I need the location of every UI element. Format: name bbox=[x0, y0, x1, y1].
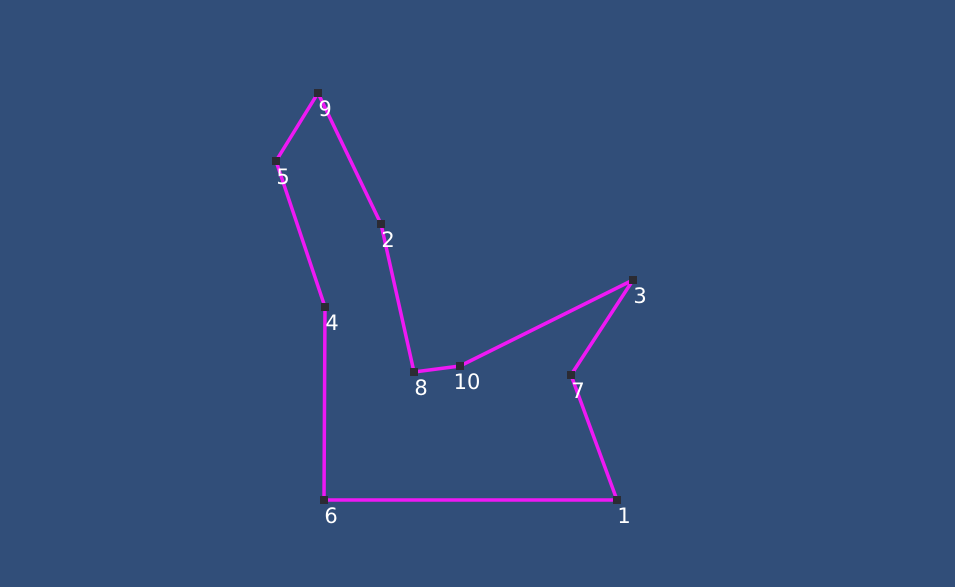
edge-1-7 bbox=[569, 373, 619, 502]
vertex-handle-2[interactable] bbox=[377, 220, 385, 228]
vertex-handle-5[interactable] bbox=[272, 157, 280, 165]
vertex-label-10: 10 bbox=[454, 370, 481, 394]
vertex-label-9: 9 bbox=[318, 97, 331, 121]
vertex-handle-3[interactable] bbox=[629, 276, 637, 284]
vertex-label-6: 6 bbox=[324, 504, 337, 528]
edge-8-2 bbox=[379, 222, 416, 374]
vertex-label-7: 7 bbox=[571, 379, 584, 403]
vertex-handle-8[interactable] bbox=[410, 368, 418, 376]
vertex-handle-10[interactable] bbox=[456, 362, 464, 370]
vertex-label-5: 5 bbox=[276, 165, 289, 189]
edge-4-6 bbox=[322, 305, 327, 502]
vertex-labels: 1 2 3 4 5 6 7 8 9 10 bbox=[276, 97, 646, 528]
vertex-label-1: 1 bbox=[617, 504, 630, 528]
edge-7-3 bbox=[569, 278, 635, 377]
edge-5-4 bbox=[274, 159, 327, 309]
edge-9-5 bbox=[274, 91, 320, 163]
vertex-label-4: 4 bbox=[325, 311, 338, 335]
edge-3-10 bbox=[458, 278, 635, 368]
vertex-handle-4[interactable] bbox=[321, 303, 329, 311]
polygon-edges bbox=[274, 91, 635, 502]
vertex-label-3: 3 bbox=[633, 284, 646, 308]
vertex-handle-9[interactable] bbox=[314, 89, 322, 97]
edge-10-8 bbox=[412, 364, 462, 374]
vertex-handles bbox=[272, 89, 637, 504]
vertex-handle-7[interactable] bbox=[567, 371, 575, 379]
edge-2-9 bbox=[316, 91, 383, 226]
vertex-handle-6[interactable] bbox=[320, 496, 328, 504]
vertex-handle-1[interactable] bbox=[613, 496, 621, 504]
vertex-label-2: 2 bbox=[381, 228, 394, 252]
vertex-label-8: 8 bbox=[414, 376, 427, 400]
